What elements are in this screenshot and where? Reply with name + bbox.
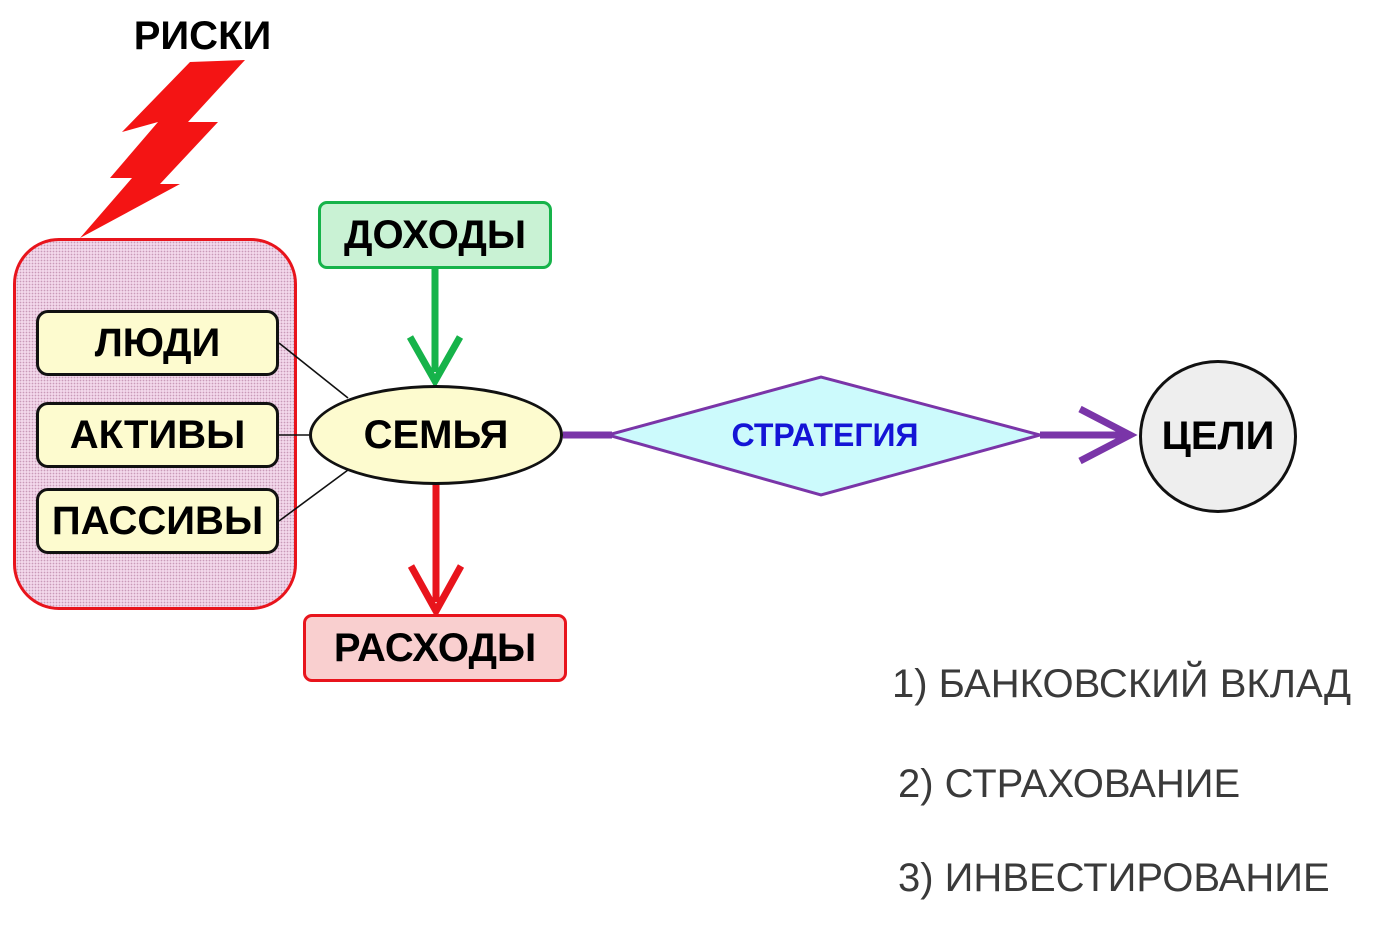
people-box: ЛЮДИ	[36, 310, 279, 376]
risks-label: РИСКИ	[133, 14, 272, 58]
strategy-label: СТРАТЕГИЯ	[731, 416, 919, 453]
income-arrow-head	[406, 335, 464, 389]
assets-box: АКТИВЫ	[36, 402, 279, 468]
family-node: СЕМЬЯ	[309, 385, 563, 485]
expense-arrow-head	[407, 564, 465, 619]
strategy-option-investing: 3) ИНВЕСТИРОВАНИЕ	[898, 856, 1330, 900]
liabilities-box: ПАССИВЫ	[36, 488, 279, 554]
strategy-arrow-head	[1078, 405, 1138, 465]
expenses-box: РАСХОДЫ	[303, 614, 567, 682]
strategy-option-bank-deposit: 1) БАНКОВСКИЙ ВКЛАД	[892, 662, 1352, 706]
strategy-option-insurance: 2) СТРАХОВАНИЕ	[898, 762, 1241, 806]
lightning-icon	[80, 60, 245, 238]
connector-people	[278, 342, 349, 399]
income-box: ДОХОДЫ	[318, 201, 552, 269]
goals-node: ЦЕЛИ	[1139, 360, 1297, 513]
connector-liabilities	[278, 469, 349, 522]
